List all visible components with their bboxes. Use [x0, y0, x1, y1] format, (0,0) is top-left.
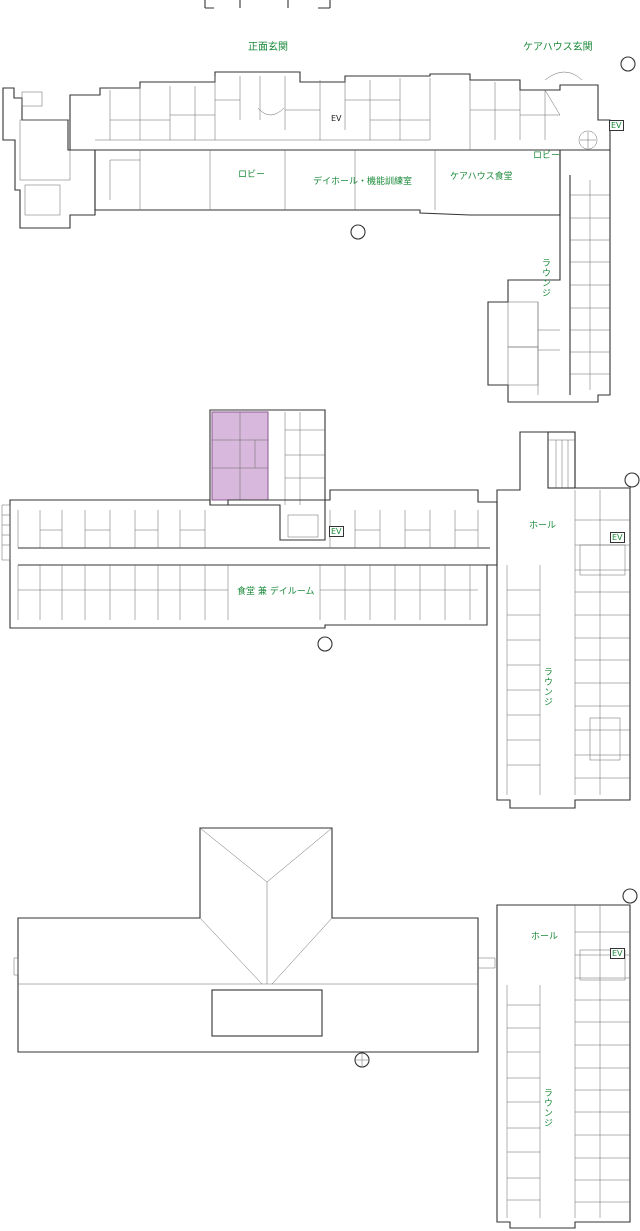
hall-label-floor2: ホール	[529, 521, 557, 531]
lounge-label-floor1: ラウンジ	[540, 258, 550, 298]
top-stubs	[204, 0, 331, 9]
lobby-left-label: ロビー	[238, 170, 266, 180]
ev-label-floor1-center: EV	[331, 114, 342, 123]
carehouse-dining-label: ケアハウス食堂	[450, 172, 513, 182]
ev-label-floor2-right: EV	[610, 532, 625, 543]
roof-outline	[17, 827, 479, 1053]
main-entrance-label: 正面玄関	[248, 42, 288, 53]
ev-label-floor3-right: EV	[610, 948, 625, 959]
lounge-label-floor2: ラウンジ	[542, 667, 552, 707]
floor-3-plan	[13, 827, 638, 1229]
lounge-label-floor3: ラウンジ	[542, 1088, 552, 1128]
floor3-right-wing	[496, 904, 631, 1229]
floor-2-plan	[1, 409, 640, 809]
dayhall-label: デイホール・機能訓練室	[313, 177, 413, 187]
lobby-right-label: ロビー	[533, 151, 561, 161]
floor2-main-wing	[9, 489, 498, 629]
floor1-left-annex	[2, 87, 96, 229]
ev-label-floor1-right: EV	[609, 120, 624, 131]
ev-label-floor2-center: EV	[329, 526, 344, 537]
floor-1-plan	[2, 56, 636, 403]
hall-label-floor3: ホール	[531, 932, 559, 942]
floor2-right-wing	[496, 431, 631, 809]
carehouse-entrance-label: ケアハウス玄関	[523, 42, 593, 53]
dining-dayroom-label: 食堂 兼 デイルーム	[237, 587, 315, 597]
floor1-main-block	[69, 71, 611, 216]
